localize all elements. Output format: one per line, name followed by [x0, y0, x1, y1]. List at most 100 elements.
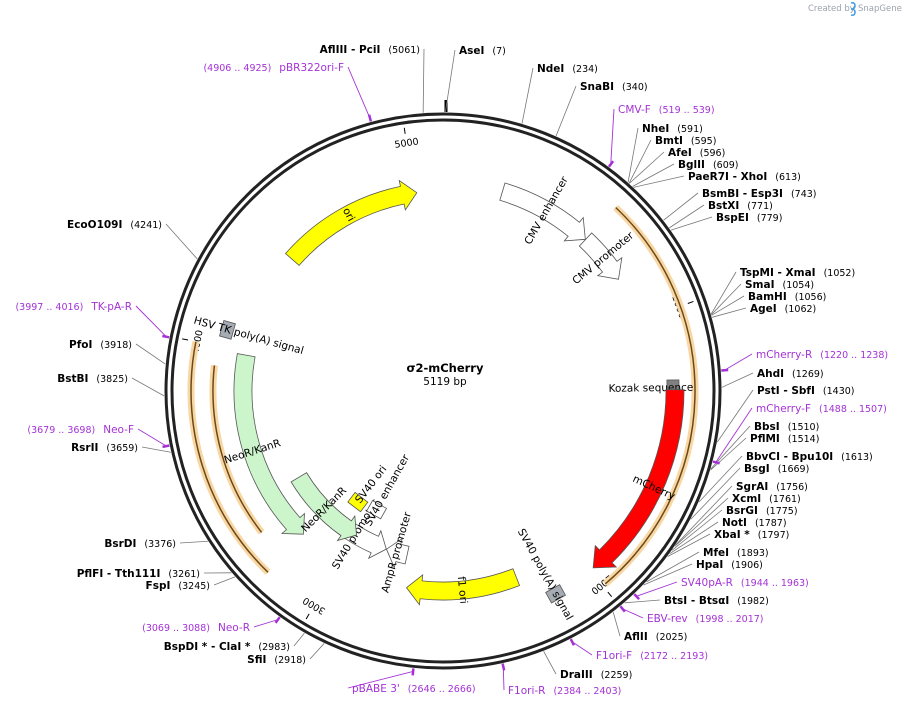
enzyme-site[interactable]: BamHI(1056)	[711, 291, 827, 316]
enzyme-leader	[179, 540, 208, 544]
enzyme-site[interactable]: HpaI(1906)	[643, 559, 763, 586]
enzyme-site[interactable]: NdeI(234)	[521, 63, 598, 124]
enzyme-leader	[643, 563, 693, 586]
feature-sv40-poly-a-signal[interactable]: SV40 poly(A) signal	[515, 527, 575, 623]
enzyme-position: (2983)	[258, 642, 290, 653]
primer-site[interactable]: SV40pA-R(1944 .. 1963)	[633, 577, 809, 601]
feature-hsv-tk-poly-a-signal[interactable]: HSV TK poly(A) signal	[192, 315, 305, 358]
primer-site[interactable]: F1ori-R(2384 .. 2403)	[501, 663, 622, 697]
enzyme-position: (4241)	[130, 220, 162, 231]
enzyme-site[interactable]: AfeI(596)	[629, 147, 725, 184]
feature-cmv-enhancer[interactable]: CMV enhancer	[499, 174, 586, 247]
enzyme-position: (1062)	[785, 304, 817, 315]
primer-range: (519 .. 539)	[659, 105, 715, 116]
enzyme-site[interactable]: XbaI *(1797)	[667, 529, 790, 557]
enzyme-label: SgrAI(1756)	[736, 481, 808, 493]
enzyme-label: AfeI(596)	[668, 147, 725, 159]
enzyme-label: BsrGI(1775)	[726, 505, 798, 517]
enzyme-position: (3659)	[106, 443, 138, 454]
feature-ampr-promoter[interactable]: AmpR promoter	[379, 510, 414, 594]
enzyme-position: (1787)	[755, 518, 787, 529]
primer-site[interactable]: mCherry-F(1488 .. 1507)	[712, 403, 887, 465]
primer-mark	[274, 616, 281, 624]
orf-arc-line	[212, 365, 263, 533]
feature-ori[interactable]: ori	[284, 179, 418, 266]
enzyme-site[interactable]: SgrAI(1756)	[675, 481, 808, 546]
enzyme-name: BglII	[678, 159, 705, 171]
enzyme-site[interactable]: MfeI(1893)	[646, 547, 769, 583]
primer-site[interactable]: mCherry-R(1220 .. 1238)	[721, 349, 888, 372]
enzyme-site[interactable]: BsmBI - Esp3I(743)	[663, 188, 817, 221]
primer-site[interactable]: pBABE 3'(2646 .. 2666)	[347, 668, 476, 695]
enzyme-site[interactable]: BbvCI - Bpu10I(1613)	[698, 451, 873, 503]
enzyme-label: AhdI(1269)	[757, 368, 824, 380]
enzyme-site[interactable]: TspMI - XmaI(1052)	[710, 267, 855, 315]
primer-label: (3997 .. 4016)TK-pA-R	[15, 301, 132, 313]
enzyme-site[interactable]: PstI - SbfI(1430)	[716, 385, 855, 443]
primer-range: (1220 .. 1238)	[820, 350, 888, 361]
enzyme-site[interactable]: PflFI - Tth111I(3261)	[77, 568, 232, 580]
enzyme-leader	[710, 437, 747, 471]
enzyme-site[interactable]: EcoO109I(4241)	[67, 219, 198, 260]
enzyme-site[interactable]: BmtI(595)	[628, 135, 716, 184]
feature-f1-ori[interactable]: f1 ori	[405, 568, 521, 606]
enzyme-name: BsrGI	[726, 505, 758, 517]
enzyme-site[interactable]: NheI(591)	[627, 123, 703, 183]
primer-site[interactable]: (3069 .. 3088)Neo-R	[142, 616, 281, 634]
enzyme-leader	[721, 372, 754, 388]
enzyme-label: NotI(1787)	[722, 517, 787, 529]
enzyme-site[interactable]: BstXI(771)	[669, 200, 773, 229]
enzyme-site[interactable]: AseI(7)	[445, 45, 506, 113]
enzyme-site[interactable]: BsrGI(1775)	[671, 505, 798, 551]
enzyme-name: BtsI - BtsαI	[664, 595, 729, 607]
enzyme-site[interactable]: PflMI(1514)	[710, 433, 820, 471]
enzyme-site[interactable]: BsrDI(3376)	[104, 538, 208, 550]
enzyme-site[interactable]: SfiI(2918)	[247, 643, 325, 666]
enzyme-site[interactable]: BsgI(1669)	[690, 463, 810, 520]
primer-label: mCherry-R(1220 .. 1238)	[756, 349, 888, 361]
feature-neor-kanr[interactable]: NeoR/KanR	[223, 353, 305, 535]
enzyme-site[interactable]: DraIII(2259)	[543, 651, 633, 681]
enzyme-site[interactable]: BglII(609)	[632, 159, 739, 187]
feature-label: ori	[340, 206, 357, 224]
enzyme-site[interactable]: SmaI(1054)	[711, 279, 814, 315]
feature-label: SV40 poly(A) signal	[515, 527, 575, 623]
enzyme-site[interactable]: AflII(2025)	[612, 611, 687, 643]
primer-site[interactable]: (3679 .. 3698)Neo-F	[27, 424, 170, 449]
enzyme-site[interactable]: XcmI(1761)	[674, 493, 801, 547]
enzyme-leader	[521, 67, 534, 124]
primer-range: (1944 .. 1963)	[741, 578, 809, 589]
enzyme-site[interactable]: BspEI(779)	[670, 212, 782, 231]
enzyme-site[interactable]: BstBI(3825)	[57, 373, 165, 397]
primer-site[interactable]: F1ori-F(2172 .. 2193)	[569, 638, 708, 662]
enzyme-site[interactable]: AgeI(1062)	[711, 303, 817, 318]
ruler-tick-label: 5000	[394, 136, 420, 150]
primer-range: (3069 .. 3088)	[142, 623, 210, 634]
enzyme-leader	[671, 509, 723, 551]
primer-leader	[610, 108, 615, 165]
enzyme-site[interactable]: PaeR7I - XhoI(613)	[633, 171, 801, 188]
enzyme-site[interactable]: NotI(1787)	[669, 517, 787, 555]
primer-site[interactable]: (4906 .. 4925)pBR322ori-F	[203, 62, 373, 122]
ruler-tick-mark	[182, 338, 189, 341]
enzyme-site[interactable]: RsrII(3659)	[71, 442, 171, 454]
enzyme-position: (1514)	[788, 434, 820, 445]
enzyme-site[interactable]: PfoI(3918)	[69, 339, 166, 365]
enzyme-site[interactable]: SnaBI(340)	[555, 81, 648, 137]
enzyme-position: (591)	[677, 124, 703, 135]
ruler-tick-mark	[687, 300, 694, 304]
enzyme-site[interactable]: BspDI * - ClaI *(2983)	[164, 632, 305, 653]
enzyme-position: (1756)	[776, 482, 808, 493]
enzyme-site[interactable]: FspI(3245)	[146, 576, 236, 592]
enzyme-name: PflFI - Tth111I	[77, 568, 161, 580]
enzyme-site[interactable]: AhdI(1269)	[721, 368, 824, 388]
primer-site[interactable]: CMV-F(519 .. 539)	[607, 104, 715, 168]
enzyme-leader	[711, 295, 745, 316]
enzyme-site[interactable]: BtsI - BtsαI(1982)	[624, 595, 769, 607]
primer-site[interactable]: (3997 .. 4016)TK-pA-R	[15, 301, 170, 339]
enzyme-position: (2918)	[274, 655, 306, 666]
enzyme-site[interactable]: AflIII - PciI(5061)	[320, 44, 425, 113]
primer-site[interactable]: EBV-rev(1998 .. 2017)	[619, 605, 764, 625]
enzyme-name: AfeI	[668, 147, 692, 159]
